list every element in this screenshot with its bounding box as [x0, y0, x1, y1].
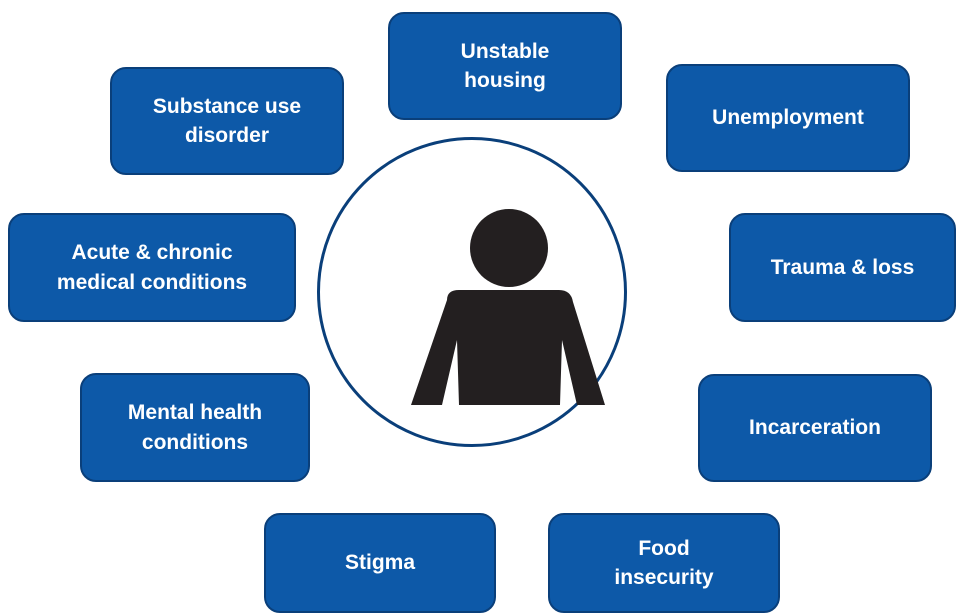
factor-box-mental-health: Mental health conditions — [80, 373, 310, 482]
factor-label-line: Mental health — [127, 401, 263, 425]
factor-box-substance-use: Substance use disorder — [110, 67, 344, 175]
factor-label-line: Substance use — [152, 94, 302, 118]
factor-box-trauma-loss: Trauma & loss — [729, 213, 956, 322]
person-icon — [411, 209, 605, 405]
factor-label-line: Food — [638, 536, 690, 560]
factor-label-line: housing — [464, 69, 546, 92]
factor-label-line: Stigma — [344, 551, 415, 575]
factor-label-line: Incarceration — [749, 416, 881, 440]
factor-label-line: insecurity — [614, 566, 714, 589]
factor-box-stigma: Stigma — [264, 513, 496, 613]
factor-box-unstable-housing: Unstable housing — [388, 12, 622, 120]
factor-box-medical-conditions: Acute & chronic medical conditions — [8, 213, 296, 322]
factor-label-line: disorder — [184, 124, 269, 147]
factor-label-line: Unstable — [460, 39, 550, 63]
factor-label-line: conditions — [141, 430, 249, 454]
factor-box-incarceration: Incarceration — [698, 374, 932, 482]
factor-label-line: Trauma & loss — [770, 255, 915, 279]
factor-box-unemployment: Unemployment — [666, 64, 910, 172]
factor-box-food-insecurity: Food insecurity — [548, 513, 780, 613]
factor-label-line: medical conditions — [56, 270, 248, 294]
factor-label-line: Acute & chronic — [71, 241, 233, 265]
factor-label-line: Unemployment — [712, 106, 864, 130]
